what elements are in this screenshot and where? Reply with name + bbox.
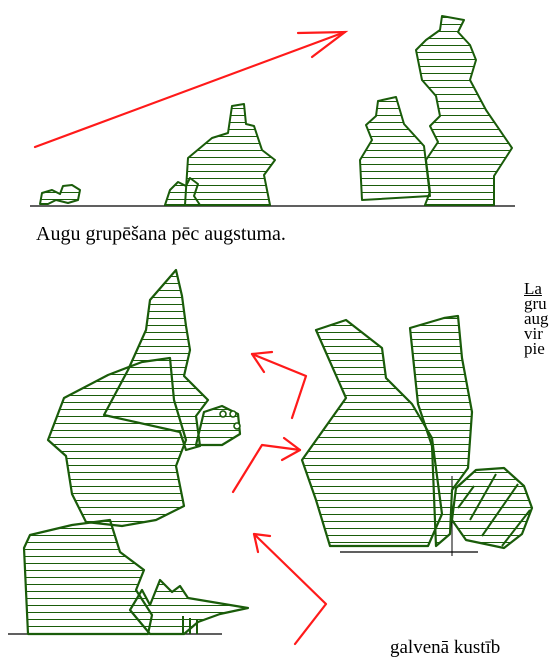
top-diagram	[30, 15, 515, 207]
plant-right-back	[408, 314, 474, 548]
side-text-line: aug	[524, 309, 549, 328]
plant-bottom-mass	[22, 518, 154, 636]
side-text-line: La	[524, 279, 542, 298]
side-text-block: La gru aug vir pie	[524, 279, 549, 358]
arrow-upper	[250, 350, 308, 420]
plant-tiny-left	[39, 184, 81, 205]
top-height-arrow	[33, 30, 349, 149]
bottom-left-group	[8, 268, 250, 636]
side-text-line: vir	[524, 324, 543, 343]
rock-dots	[219, 410, 241, 430]
movement-arrows	[231, 350, 328, 646]
plant-spiky-shrub	[128, 578, 250, 636]
arrow-lower	[252, 532, 328, 646]
shrub-branches	[457, 473, 531, 547]
plant-tallest	[415, 15, 513, 206]
plant-medium	[184, 103, 276, 206]
plant-middle-mass	[46, 356, 188, 528]
plant-rock-small	[194, 404, 242, 447]
arrow-middle	[231, 436, 302, 494]
bottom-right-group	[300, 314, 534, 556]
plant-tall-back	[359, 96, 431, 201]
side-text-line: gru	[524, 294, 547, 313]
side-text-line: pie	[524, 339, 545, 358]
caption: Augu grupēšana pēc augstuma.	[36, 223, 286, 245]
bottom-text-fragment: galvenā kustīb	[390, 637, 501, 658]
shrub-stems	[182, 616, 198, 634]
